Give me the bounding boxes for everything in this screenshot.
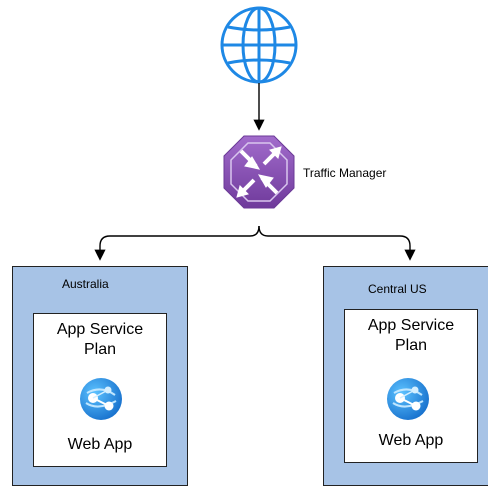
web-app-icon bbox=[387, 378, 429, 420]
traffic-manager-label: Traffic Manager bbox=[303, 166, 387, 180]
region-title: Australia bbox=[62, 277, 109, 291]
app-service-plan-title: App Service Plan bbox=[367, 317, 455, 354]
region-title: Central US bbox=[368, 282, 427, 296]
app-service-plan: App Service Plan Web App bbox=[344, 309, 478, 463]
app-service-plan: App Service Plan Web App bbox=[33, 313, 167, 467]
web-app-label: Web App bbox=[67, 436, 133, 453]
region-australia: Australia App Service Plan Web App bbox=[12, 266, 188, 486]
connector-traffic-manager-to-regions bbox=[94, 225, 416, 261]
traffic-manager-icon bbox=[223, 135, 295, 209]
web-app-label: Web App bbox=[378, 432, 444, 449]
globe-icon bbox=[220, 6, 298, 84]
region-central-us: Central US App Service Plan Web App bbox=[323, 266, 488, 486]
web-app-icon bbox=[80, 378, 122, 420]
app-service-plan-title: App Service Plan bbox=[56, 321, 144, 358]
